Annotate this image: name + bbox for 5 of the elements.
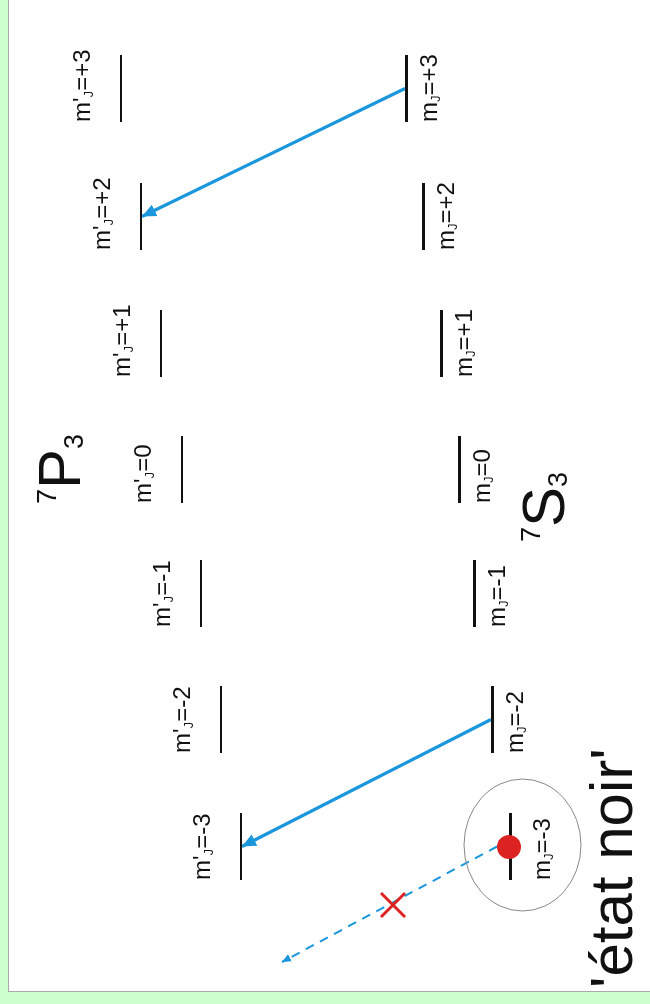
arrow (141, 87, 406, 218)
state-caption: 'état noir' (582, 748, 642, 988)
ellipse-outline (463, 778, 582, 912)
arrow (241, 718, 492, 848)
dashed-arrow (281, 845, 498, 963)
